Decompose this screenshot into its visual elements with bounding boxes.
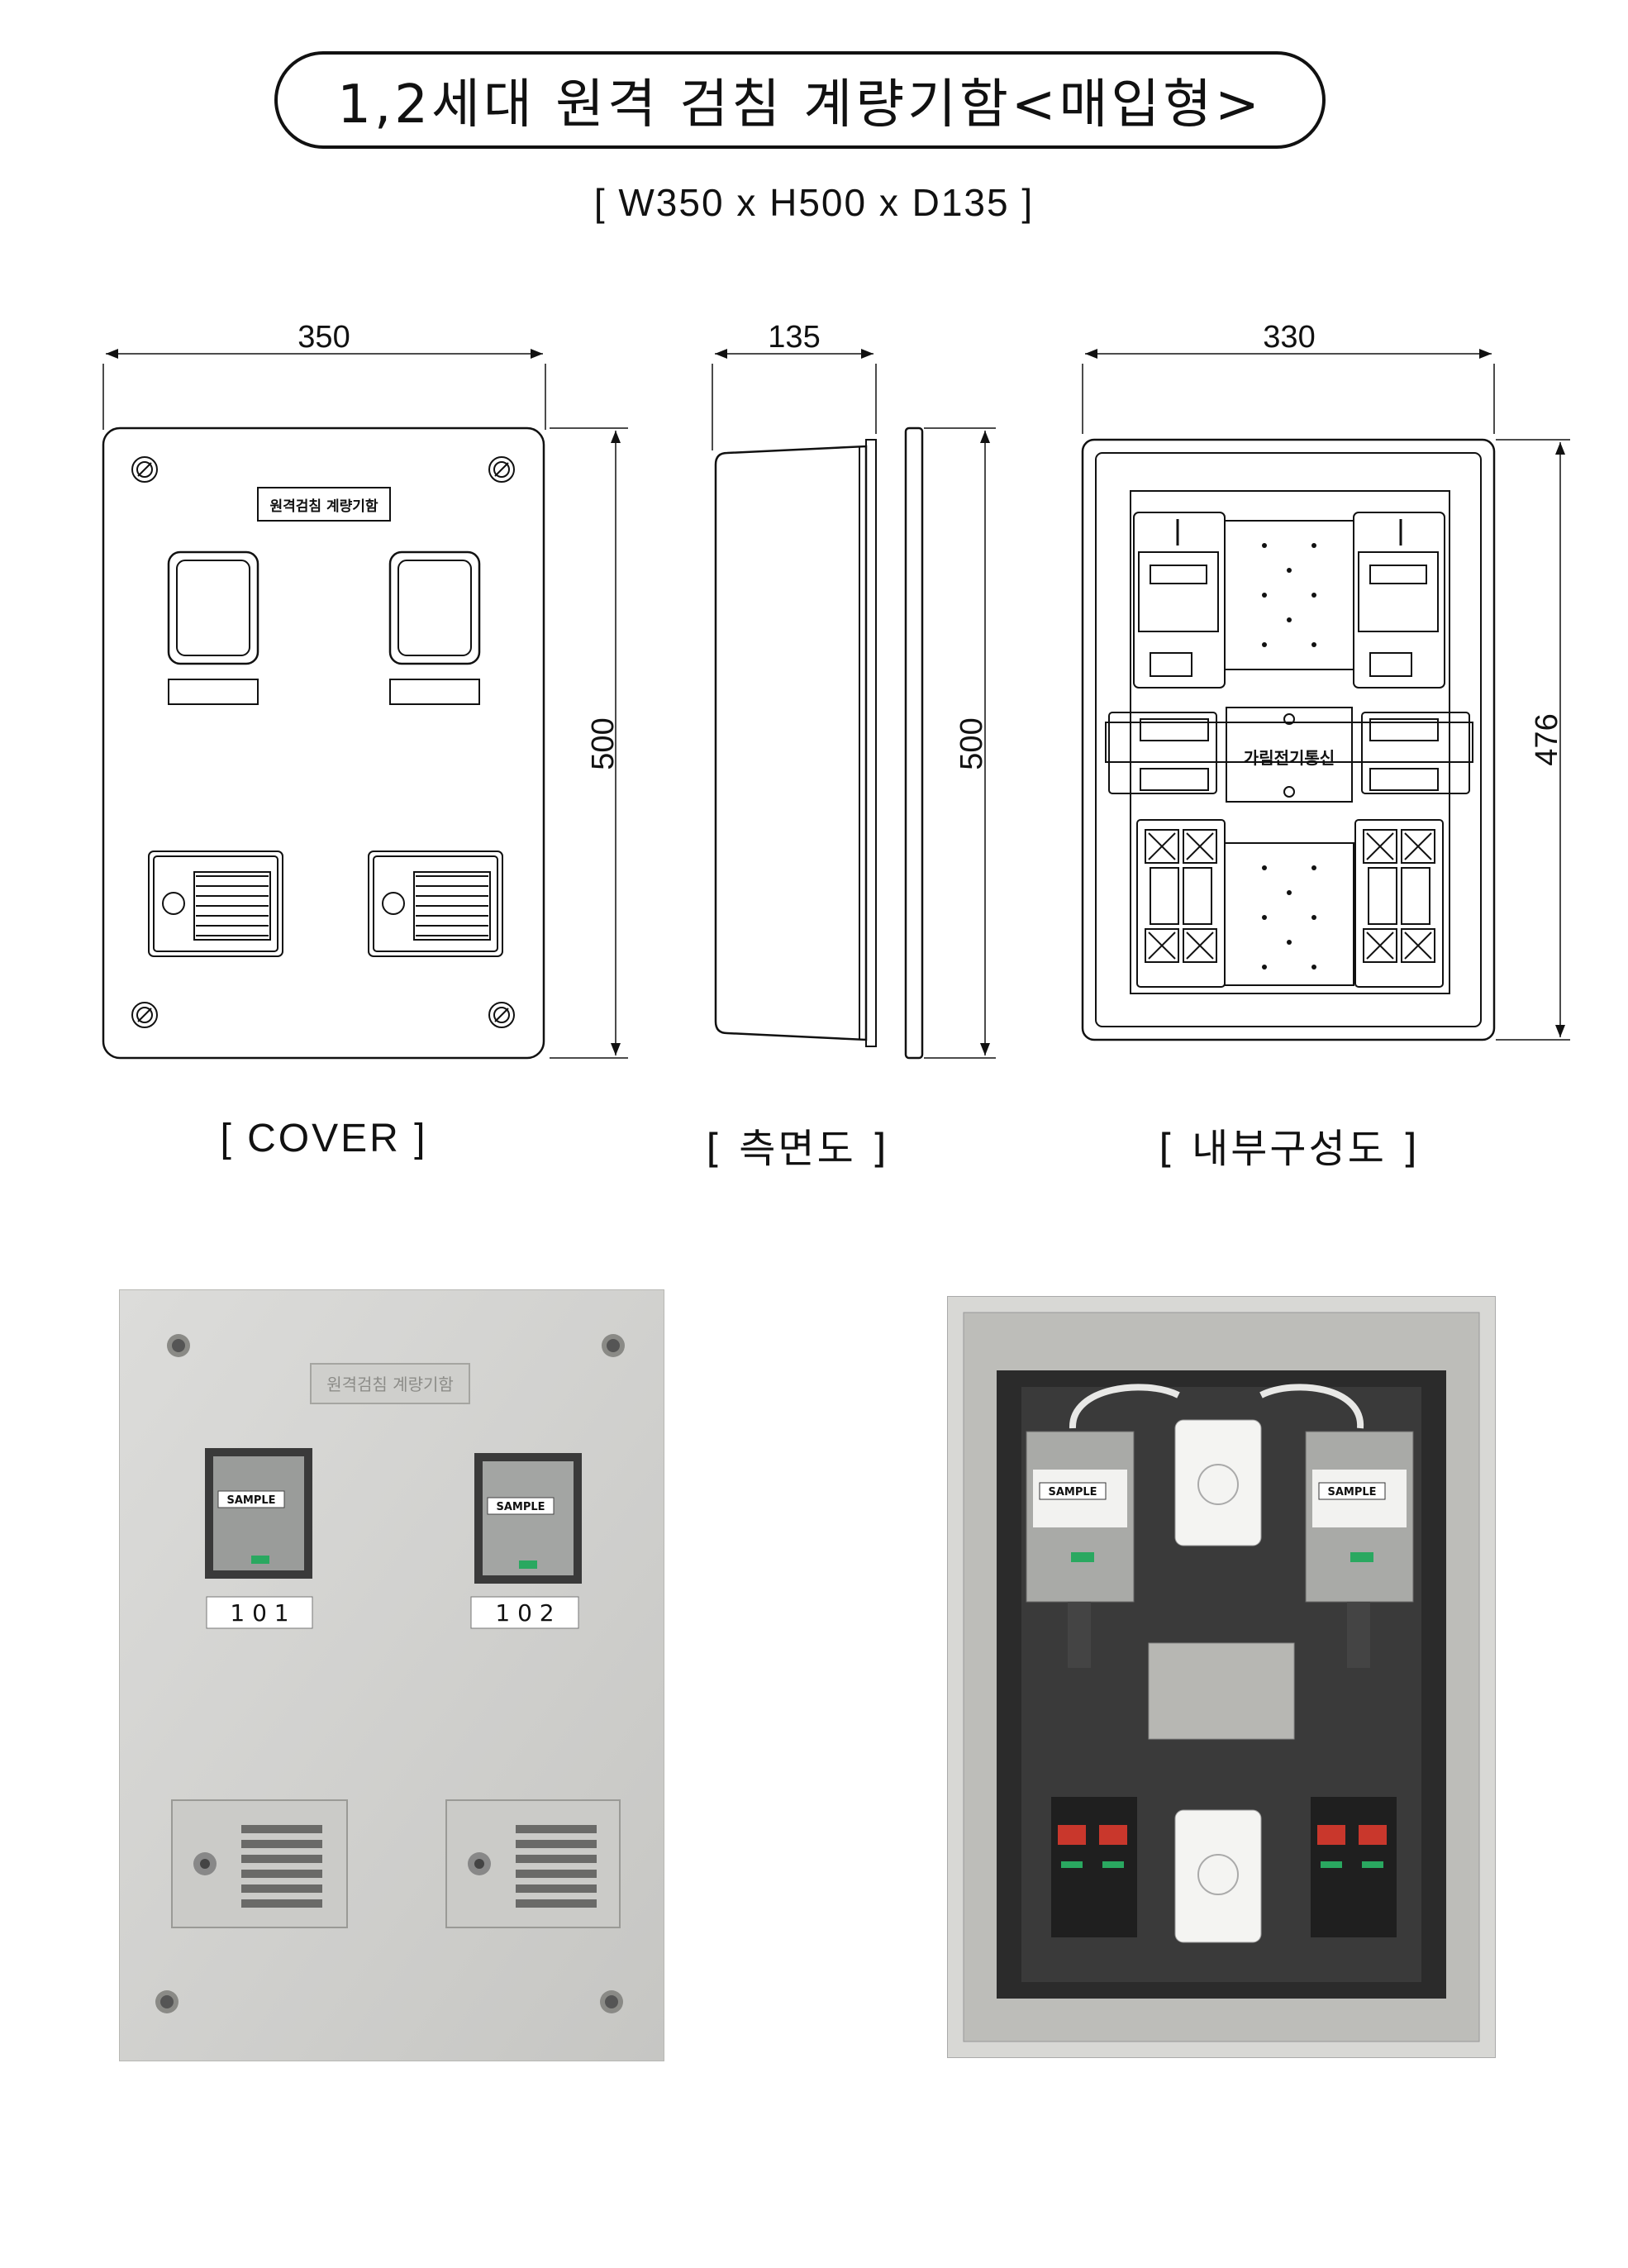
interior-width-label: 330 (1263, 320, 1315, 355)
cover-drawing (102, 349, 628, 1060)
front-meter-label-left: SAMPLE (226, 1494, 275, 1507)
interior-plate-holes (1262, 543, 1316, 970)
meter-right: SAMPLE (1305, 1431, 1414, 1668)
side-caption: [ 측면도 ] (706, 1126, 889, 1172)
front-meter-label-right: SAMPLE (496, 1501, 545, 1513)
technical-drawings: 350 500 원격검침 계량기함 135 500 (102, 320, 1570, 1060)
dimension-summary: [ W350 x H500 x D135 ] (593, 181, 1035, 224)
screw-icon (131, 456, 515, 1028)
unit-label-102: 1 0 2 (495, 1599, 554, 1627)
junction-box (1148, 1642, 1295, 1740)
side-height-label: 500 (954, 717, 989, 770)
vent-panel-left (171, 1799, 348, 1928)
comm-module-top (1174, 1419, 1262, 1546)
inside-photo: SAMPLE SAMPLE (947, 1296, 1496, 2058)
front-photo-nameplate: 원격검침 계량기함 (326, 1375, 454, 1394)
vent-panel-right (445, 1799, 621, 1928)
side-depth-label: 135 (768, 320, 820, 355)
inside-meter-label-left: SAMPLE (1048, 1486, 1097, 1498)
cover-width-label: 350 (298, 320, 350, 355)
interior-center-label: 가림전기통신 (1244, 748, 1335, 768)
cover-height-label: 500 (586, 717, 621, 770)
interior-caption: [ 내부구성도 ] (1159, 1126, 1420, 1172)
page-title: 1,2세대 원격 검침 계량기함<매입형> (274, 51, 1326, 149)
breaker-left (1051, 1797, 1137, 1937)
meter-left: SAMPLE (1026, 1431, 1135, 1668)
comm-module-bottom (1174, 1809, 1262, 1943)
inside-meter-label-right: SAMPLE (1327, 1486, 1376, 1498)
breaker-right (1311, 1797, 1397, 1937)
front-photo: 원격검침 계량기함 SAMPLE SAMPLE 1 0 1 1 0 2 (119, 1289, 664, 2061)
page-title-text: 1,2세대 원격 검침 계량기함<매입형> (337, 74, 1263, 136)
cover-caption: [ COVER ] (220, 1117, 428, 1160)
side-drawing (712, 349, 996, 1060)
interior-height-label: 476 (1530, 713, 1564, 765)
interior-drawing (1081, 349, 1570, 1041)
cover-nameplate-text: 원격검침 계량기함 (269, 498, 378, 515)
unit-label-101: 1 0 1 (230, 1599, 288, 1627)
screw-icon (155, 1334, 625, 2013)
